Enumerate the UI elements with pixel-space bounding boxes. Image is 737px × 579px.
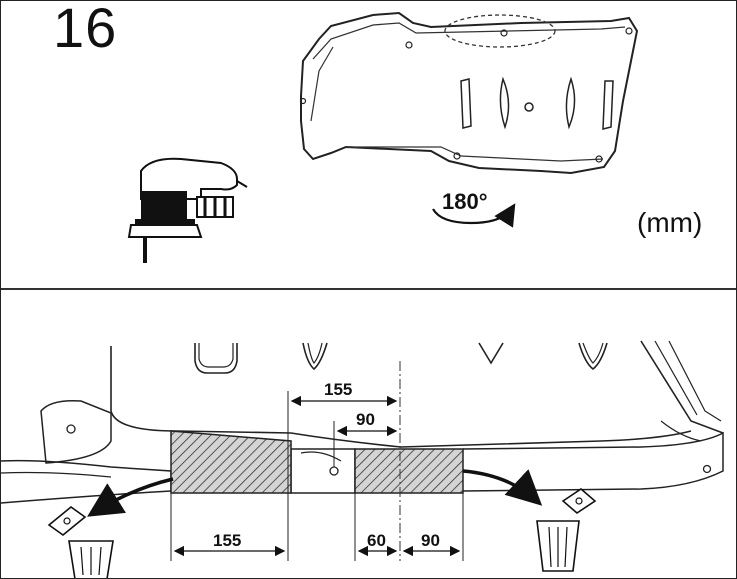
dim-label-inner-span: 90: [356, 410, 375, 429]
jigsaw-icon: [127, 157, 248, 263]
cut-region-right: [354, 448, 464, 494]
highlight-ellipse: [444, 14, 556, 48]
unit-label: (mm): [637, 207, 703, 238]
dim-label-top-span: 155: [324, 380, 352, 399]
step-number: 16: [53, 0, 118, 59]
extension-lines: [170, 391, 464, 561]
cut-region-left: [170, 430, 292, 494]
trash-bin-left-icon: [47, 505, 114, 578]
dimension-lines: [173, 395, 461, 557]
disposal-arrow-left: [87, 477, 174, 517]
dim-label-right-cut-b: 90: [421, 531, 440, 550]
rotation-label: 180°: [442, 189, 488, 214]
disposal-arrow-right: [462, 469, 543, 506]
rotate-180-icon: [432, 203, 516, 228]
undertray-overview: [299, 11, 639, 175]
section-divider: [1, 288, 736, 290]
dim-label-left-cut: 155: [213, 531, 241, 550]
dim-label-right-cut-a: 60: [367, 531, 386, 550]
trash-bin-right-icon: [536, 487, 597, 572]
